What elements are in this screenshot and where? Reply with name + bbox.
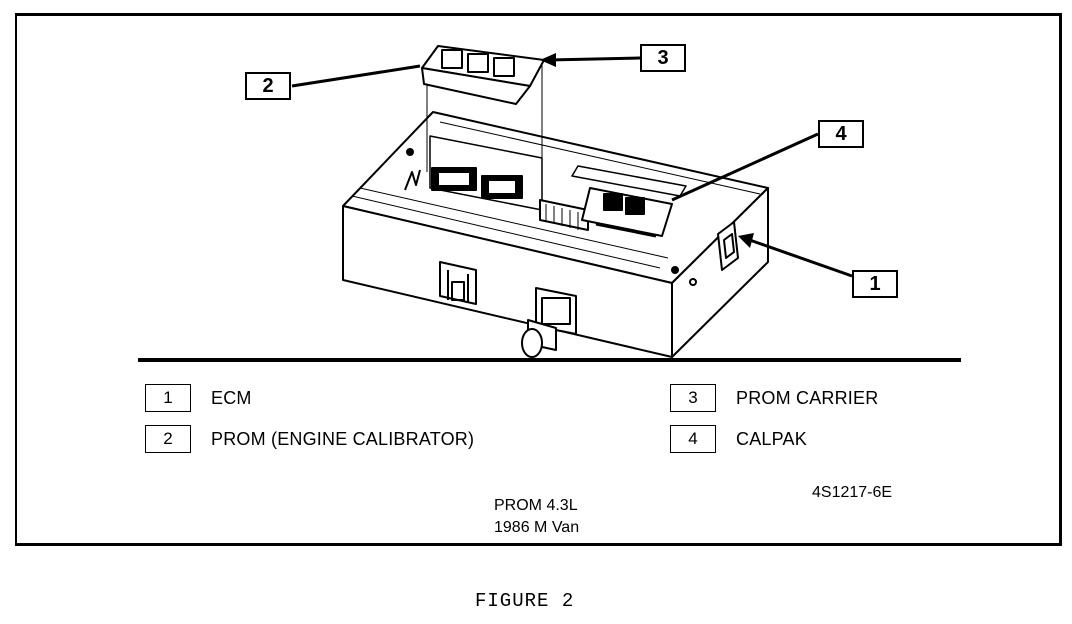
legend-label: ECM [211, 387, 252, 408]
subject-line-2: 1986 M Van [494, 519, 580, 536]
legend-item-calpak: 4 CALPAK [670, 425, 807, 453]
legend-label: PROM (ENGINE CALIBRATOR) [211, 428, 475, 449]
callout-3: 3 [640, 44, 686, 72]
legend-label: PROM CARRIER [736, 387, 879, 408]
legend-item-prom: 2 PROM (ENGINE CALIBRATOR) [145, 425, 474, 453]
legend-item-prom-carrier: 3 PROM CARRIER [670, 384, 878, 412]
prom-carrier [421, 45, 545, 105]
callout-2: 2 [245, 72, 291, 100]
leader-lines [291, 56, 853, 278]
part-number: 4S1217-6E [812, 484, 893, 501]
connector-plug [521, 287, 577, 358]
legend-item-ecm: 1 ECM [145, 384, 252, 412]
legend-label: CALPAK [736, 428, 807, 449]
prom-socket [404, 60, 543, 211]
legend-number: 4 [670, 425, 716, 453]
legend-number: 3 [670, 384, 716, 412]
callout-4: 4 [818, 120, 864, 148]
subject-line-1: PROM 4.3L [494, 497, 578, 514]
side-connector [717, 221, 739, 271]
mounting-clip [439, 261, 477, 305]
figure-frame [15, 13, 1062, 546]
legend-number: 2 [145, 425, 191, 453]
callout-1: 1 [852, 270, 898, 298]
legend-number: 1 [145, 384, 191, 412]
legend-divider [138, 358, 961, 362]
chip [539, 199, 589, 231]
figure-caption: FIGURE 2 [475, 590, 575, 612]
